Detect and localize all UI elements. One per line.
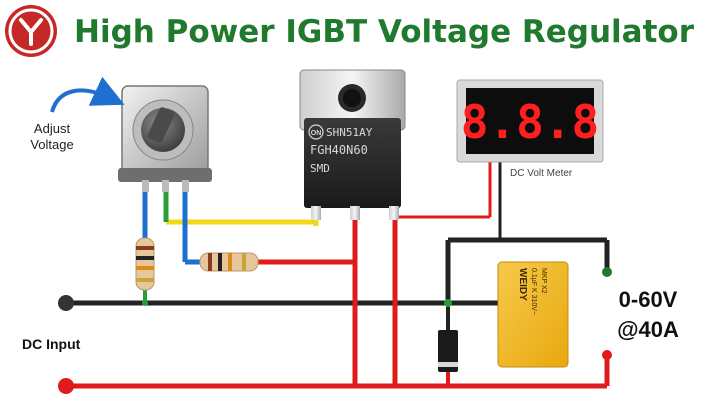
output-positive-terminal[interactable] xyxy=(602,350,612,360)
dc-volt-meter: 8.8.8 xyxy=(456,79,604,163)
capacitor-line1: 0.1µF K 310V~ xyxy=(530,268,537,315)
resistor-vertical xyxy=(135,237,155,291)
page-title: High Power IGBT Voltage Regulator xyxy=(74,14,695,50)
output-negative-terminal[interactable] xyxy=(602,267,612,277)
dc-input-label: DC Input xyxy=(22,336,81,352)
diode xyxy=(438,330,458,372)
igbt-line1: SHN51AY xyxy=(326,126,373,139)
junctions xyxy=(58,267,612,394)
curved-arrow-icon xyxy=(50,76,125,113)
junction-dot xyxy=(142,300,148,306)
dc-input-positive-terminal[interactable] xyxy=(58,378,74,394)
capacitor-line2: MKP X2 xyxy=(540,268,547,294)
wires xyxy=(66,160,610,389)
igbt-transistor: ON SHN51AY FGH40N60 SMD xyxy=(299,69,406,220)
capacitor-brand: WEIDY xyxy=(517,268,528,301)
dc-input-negative-terminal[interactable] xyxy=(58,295,74,311)
igbt-line2: FGH40N60 xyxy=(310,143,368,157)
adjust-label-line1: Adjust xyxy=(34,121,71,136)
junction-dot xyxy=(444,299,452,307)
output-current-label: @40A xyxy=(617,317,679,342)
igbt-line3: SMD xyxy=(310,162,330,175)
x2-capacitor: WEIDY 0.1µF K 310V~ MKP X2 xyxy=(497,261,569,368)
resistor-horizontal xyxy=(199,252,259,272)
logo-icon xyxy=(5,5,57,57)
igbt-brand: ON xyxy=(311,130,322,137)
meter-display: 8.8.8 xyxy=(461,95,599,149)
adjust-label-line2: Voltage xyxy=(30,137,73,152)
potentiometer[interactable] xyxy=(118,85,212,192)
volt-meter-label: DC Volt Meter xyxy=(510,168,573,179)
output-voltage-label: 0-60V xyxy=(619,287,678,312)
